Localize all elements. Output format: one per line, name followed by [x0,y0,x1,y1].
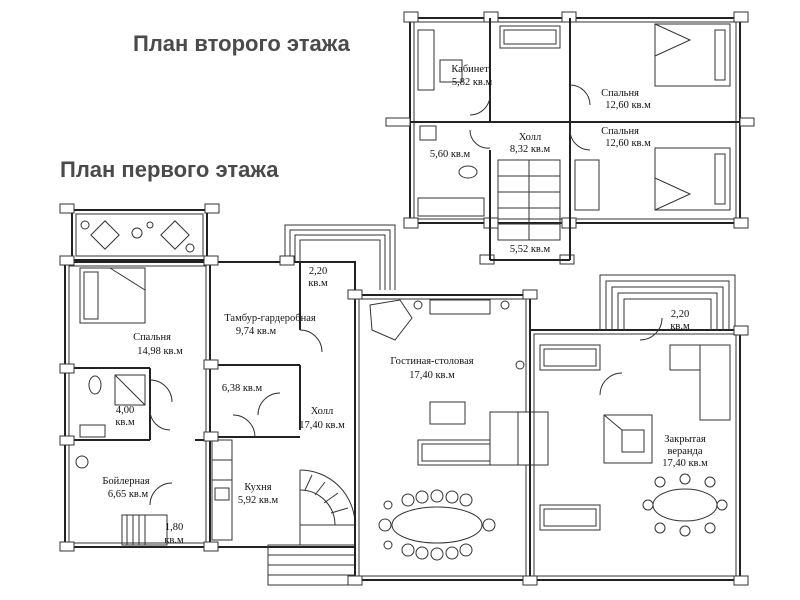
room-name-living-dining: Гостиная-столовая [390,356,473,367]
room-name-vestibule: Тамбур-гардеробная [224,313,316,324]
main-stairs [267,469,356,586]
room-area-entrance-porch: 2,20 [309,266,327,277]
room-name-hall-upper: Холл [519,132,542,143]
room-unit-entrance-porch: кв.м [308,278,328,289]
room-area-corridor: 6,38 кв.м [222,383,263,394]
porch-steps-left [121,514,168,546]
room-unit-bathroom-lower: кв.м [115,417,135,428]
second-floor-plan [385,11,755,265]
room-name-kitchen: Кухня [244,482,271,493]
room-area-bedroom-upper-2: 12,60 кв.м [605,138,651,149]
room-name-veranda-2: веранда [667,446,702,457]
room-name-bedroom-lower: Спальня [133,332,171,343]
room-name-bedroom-upper-1: Спальня [601,88,639,99]
room-area-bedroom-upper-1: 12,60 кв.м [605,100,651,111]
room-name-veranda-1: Закрытая [664,434,706,445]
room-unit-porch-left: кв.м [164,535,184,546]
room-area-veranda-porch: 2,20 [671,309,689,320]
room-area-porch-left: 1,80 [165,522,183,533]
second-floor-labels: Кабинет 5,82 кв.м Спальня 12,60 кв.м Хол… [430,64,651,255]
room-area-bathroom-lower: 4,00 [116,405,134,416]
entrance-steps-top [284,224,396,290]
room-name-boiler: Бойлерная [102,476,149,487]
room-area-bedroom-lower: 14,98 кв.м [137,346,183,357]
first-floor-log-ends [59,203,749,586]
room-area-stair-landing: 5,52 кв.м [510,244,551,255]
room-area-kitchen: 5,92 кв.м [238,495,279,506]
room-area-boiler: 6,65 кв.м [108,489,149,500]
first-floor-labels: Спальня 14,98 кв.м Тамбур-гардеробная 9,… [102,266,708,546]
veranda-steps [599,274,736,330]
room-name-hall-lower: Холл [311,406,334,417]
first-floor-heading: План первого этажа [60,157,279,182]
room-area-vestibule: 9,74 кв.м [236,326,277,337]
room-area-hall-upper: 8,32 кв.м [510,144,551,155]
second-floor-heading: План второго этажа [133,31,351,56]
room-name-study: Кабинет [451,64,489,75]
room-name-bedroom-upper-2: Спальня [601,126,639,137]
room-area-hall-lower: 17,40 кв.м [299,420,345,431]
first-floor-plan [59,203,749,586]
room-area-veranda: 17,40 кв.м [662,458,708,469]
room-area-living-dining: 17,40 кв.м [409,370,455,381]
room-area-study: 5,82 кв.м [452,77,493,88]
room-area-bath-upper: 5,60 кв.м [430,149,471,160]
second-floor-stairs [497,159,561,241]
dining-table [378,489,496,561]
room-unit-veranda-porch: кв.м [670,321,690,332]
